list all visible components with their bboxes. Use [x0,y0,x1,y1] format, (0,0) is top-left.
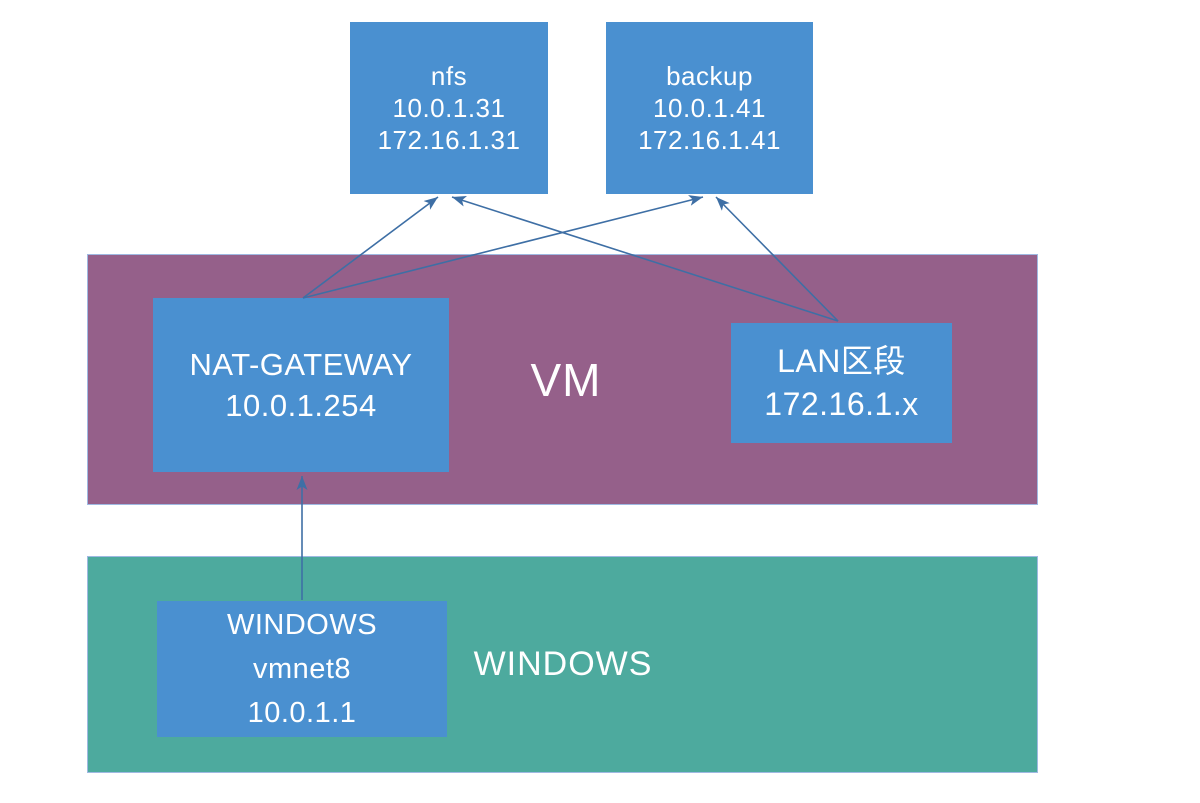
windows-zone-label: WINDOWS [473,644,653,683]
node-nat-gateway-title: NAT-GATEWAY [189,347,413,382]
node-nfs-title: nfs [430,61,468,91]
node-nfs-ip-secondary: 172.16.1.31 [377,125,521,155]
node-nat-gateway-ip: 10.0.1.254 [225,388,377,423]
node-lan-segment-subnet: 172.16.1.x [764,386,919,422]
node-windows-vmnet8: WINDOWS vmnet8 10.0.1.1 [157,601,447,737]
node-nfs: nfs 10.0.1.31 172.16.1.31 [350,22,548,194]
node-lan-segment: LAN区段 172.16.1.x [731,323,952,443]
vm-zone-label: VM [530,354,602,406]
node-backup-ip-primary: 10.0.1.41 [653,93,766,123]
node-backup-title: backup [666,61,753,91]
node-backup-ip-secondary: 172.16.1.41 [638,125,781,155]
node-backup: backup 10.0.1.41 172.16.1.41 [606,22,813,194]
node-windows-vmnet8-ip: 10.0.1.1 [247,697,357,729]
node-windows-vmnet8-title: WINDOWS [226,609,378,641]
node-nfs-ip-primary: 10.0.1.31 [392,93,506,123]
node-nat-gateway: NAT-GATEWAY 10.0.1.254 [153,298,449,472]
node-lan-segment-title: LAN区段 [777,343,906,379]
node-windows-vmnet8-adapter: vmnet8 [252,653,352,685]
